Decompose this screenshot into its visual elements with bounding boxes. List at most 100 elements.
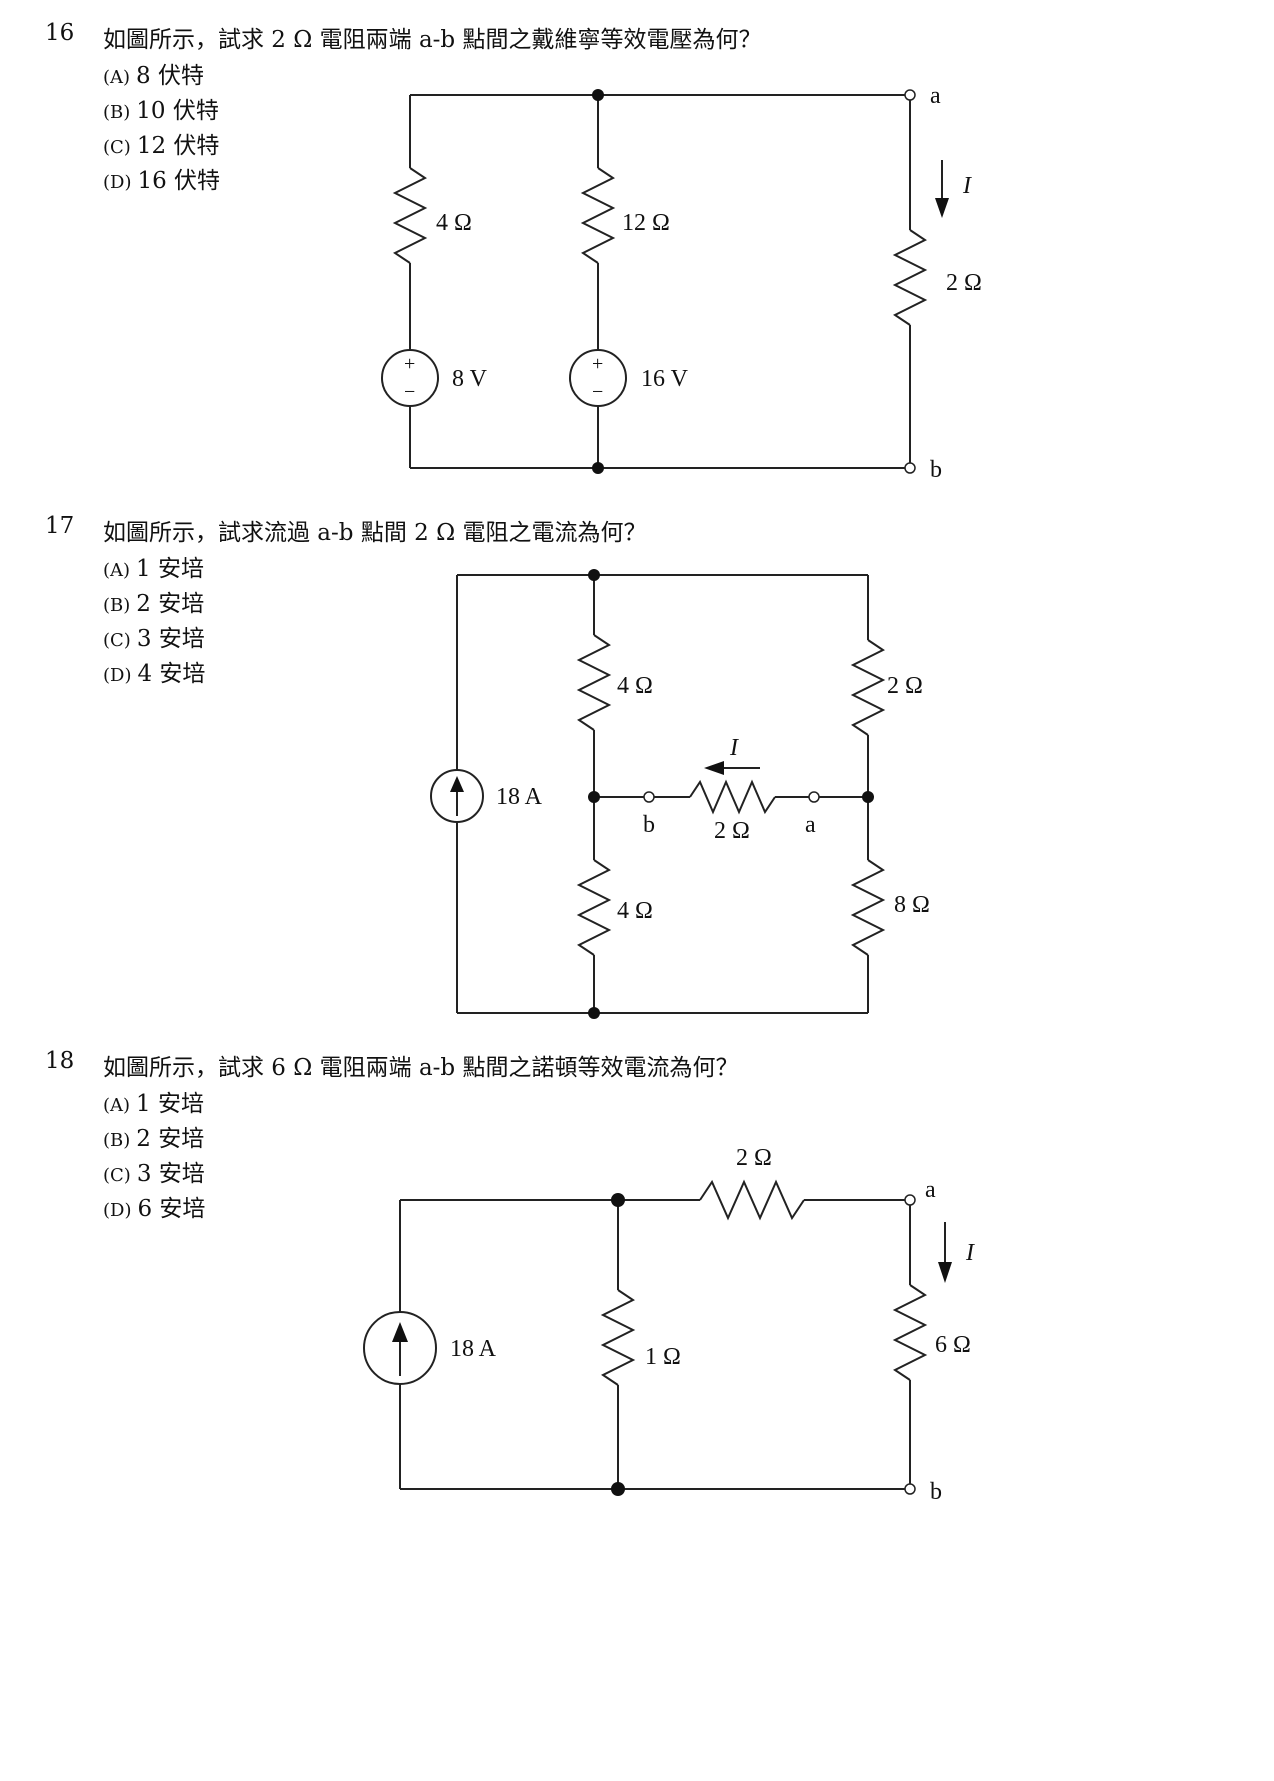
resistor-2-ohm xyxy=(892,229,928,326)
label-v2: 16 V xyxy=(641,366,689,392)
q16-option-b: (B)10 伏特 xyxy=(103,91,219,125)
option-label: (B) xyxy=(103,595,131,616)
option-text: 3 安培 xyxy=(136,1161,205,1187)
plus-sign: + xyxy=(404,353,415,375)
voltage-source-16v xyxy=(569,349,627,407)
resistor-2-ohm-middle xyxy=(689,779,776,815)
voltage-source-8v xyxy=(381,349,439,407)
q18-text: 如圖所示，試求 6 Ω 電阻兩端 a-b 點間之諾頓等效電流為何？ xyxy=(103,1055,739,1081)
current-source-arrow-head xyxy=(392,1322,408,1342)
current-arrow-head xyxy=(935,198,949,218)
resistor-1-ohm xyxy=(600,1289,636,1386)
junction-dot xyxy=(862,791,874,803)
option-label: (B) xyxy=(103,102,131,123)
option-text: 10 伏特 xyxy=(136,98,219,124)
minus-sign: − xyxy=(404,381,415,403)
option-label: (A) xyxy=(103,1095,131,1116)
resistor-4-ohm-top xyxy=(576,634,612,731)
q18-option-d: (D)6 安培 xyxy=(103,1189,205,1223)
q16-option-c: (C)12 伏特 xyxy=(103,126,219,160)
current-arrow-head xyxy=(938,1262,952,1283)
label-r-series: 2 Ω xyxy=(736,1145,772,1171)
label-v1: 8 V xyxy=(452,366,488,392)
label-r-bottom-right: 8 Ω xyxy=(894,892,930,918)
label-r-bottom-left: 4 Ω xyxy=(617,898,653,924)
option-text: 1 安培 xyxy=(136,556,204,582)
q16-option-d: (D)16 伏特 xyxy=(103,161,220,195)
current-source-18a xyxy=(430,769,484,823)
option-label: (C) xyxy=(103,630,131,651)
option-text: 2 安培 xyxy=(136,591,205,617)
label-current: I xyxy=(962,173,972,199)
option-label: (B) xyxy=(103,1130,131,1151)
label-r3: 2 Ω xyxy=(946,270,982,296)
label-current: I xyxy=(965,1240,975,1266)
q17-option-b: (B)2 安培 xyxy=(103,584,204,618)
option-label: (A) xyxy=(103,560,131,581)
resistor-12-ohm xyxy=(580,167,616,264)
resistor-2-ohm xyxy=(699,1179,805,1221)
q17-text: 如圖所示，試求流過 a-b 點間 2 Ω 電阻之電流為何？ xyxy=(103,520,647,546)
label-current: I xyxy=(729,735,739,761)
label-r-top-left: 4 Ω xyxy=(617,673,653,699)
label-a: a xyxy=(925,1177,936,1203)
label-r-shunt: 1 Ω xyxy=(645,1344,681,1370)
label-r-top-right: 2 Ω xyxy=(887,673,923,699)
label-source: 18 A xyxy=(496,784,543,810)
label-r2: 12 Ω xyxy=(622,210,670,236)
resistor-4-ohm-bottom xyxy=(576,859,612,956)
option-text: 3 安培 xyxy=(136,626,205,652)
current-source-18a xyxy=(363,1311,437,1385)
label-source: 18 A xyxy=(450,1336,497,1362)
label-a: a xyxy=(930,83,941,109)
option-label: (C) xyxy=(103,137,131,158)
option-text: 6 安培 xyxy=(137,1196,206,1222)
junction-dot xyxy=(592,89,604,101)
resistor-4-ohm xyxy=(392,167,428,264)
q18-option-c: (C)3 安培 xyxy=(103,1154,205,1188)
resistor-8-ohm xyxy=(850,859,886,956)
resistor-2-ohm-top-right xyxy=(850,639,886,736)
junction-dot xyxy=(611,1193,625,1207)
label-r-load: 6 Ω xyxy=(935,1332,971,1358)
terminal-b xyxy=(643,791,655,803)
option-text: 16 伏特 xyxy=(137,168,221,194)
q17-number: 17 xyxy=(45,513,75,539)
junction-dot xyxy=(588,569,600,581)
option-label: (D) xyxy=(103,665,132,686)
option-label: (D) xyxy=(103,172,132,193)
q17-option-c: (C)3 安培 xyxy=(103,619,205,653)
label-a: a xyxy=(805,812,816,838)
option-text: 1 安培 xyxy=(136,1091,204,1117)
option-text: 12 伏特 xyxy=(136,133,220,159)
option-label: (C) xyxy=(103,1165,131,1186)
option-text: 4 安培 xyxy=(137,661,206,687)
junction-dot xyxy=(588,1007,600,1019)
label-b: b xyxy=(643,812,655,838)
option-label: (D) xyxy=(103,1200,132,1221)
q18-option-a: (A)1 安培 xyxy=(103,1084,204,1118)
terminal-a xyxy=(904,1194,916,1206)
minus-sign: − xyxy=(592,381,603,403)
option-label: (A) xyxy=(103,67,131,88)
label-r-middle: 2 Ω xyxy=(714,818,750,844)
current-source-arrow-head xyxy=(450,776,464,792)
label-b: b xyxy=(930,457,942,483)
option-text: 2 安培 xyxy=(136,1126,205,1152)
junction-dot xyxy=(611,1482,625,1496)
q16-number: 16 xyxy=(45,20,75,46)
label-b: b xyxy=(930,1479,942,1505)
q18-option-b: (B)2 安培 xyxy=(103,1119,204,1153)
terminal-a xyxy=(808,791,820,803)
terminal-b xyxy=(904,1483,916,1495)
q17-option-a: (A)1 安培 xyxy=(103,549,204,583)
q18-number: 18 xyxy=(45,1048,75,1074)
q16-text: 如圖所示，試求 2 Ω 電阻兩端 a-b 點間之戴維寧等效電壓為何？ xyxy=(103,27,762,53)
option-text: 8 伏特 xyxy=(136,63,204,89)
resistor-6-ohm xyxy=(892,1284,928,1381)
terminal-a xyxy=(904,89,916,101)
q17-option-d: (D)4 安培 xyxy=(103,654,205,688)
